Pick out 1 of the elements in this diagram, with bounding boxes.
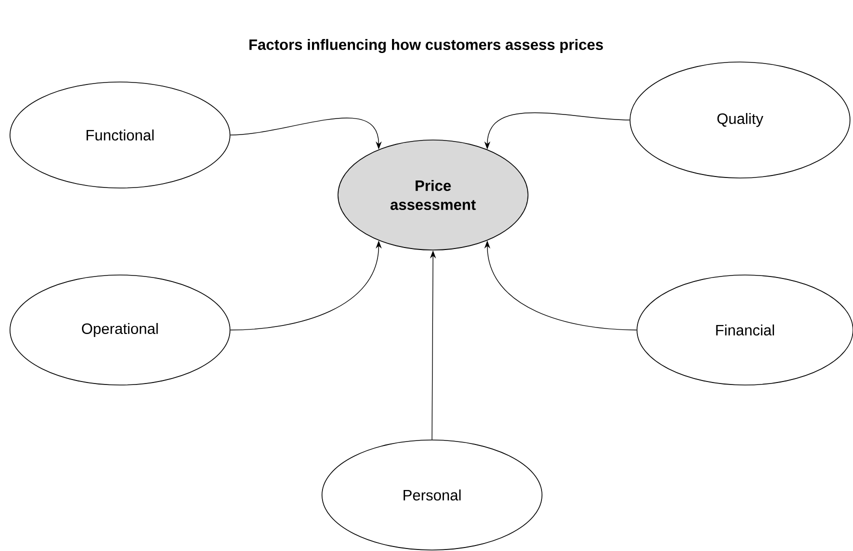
title: Factors influencing how customers assess prices (249, 38, 603, 54)
